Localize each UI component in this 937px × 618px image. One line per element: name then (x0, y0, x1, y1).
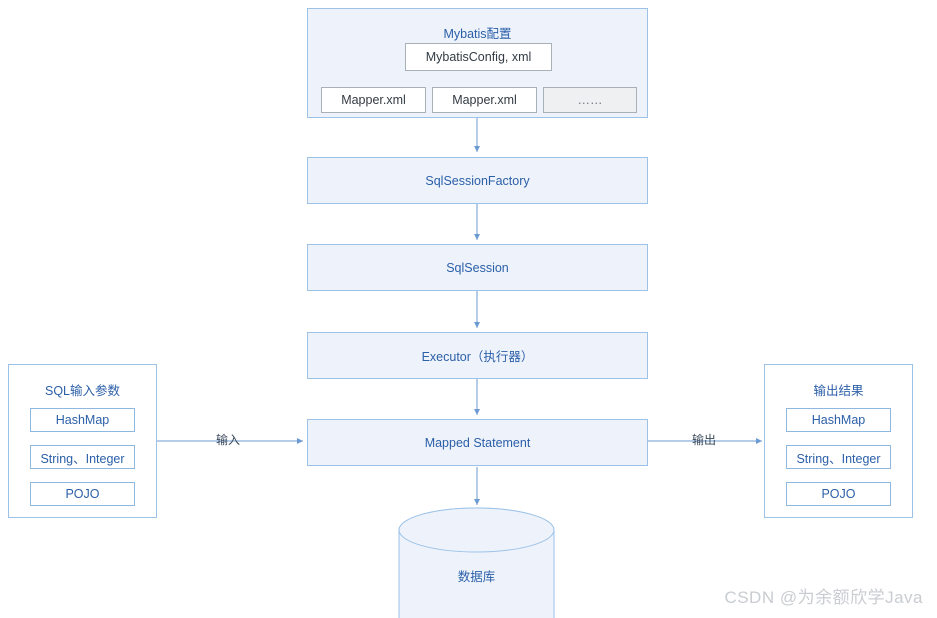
watermark: CSDN @为余额欣学Java (724, 588, 923, 607)
edge-label-output: 输出 (692, 433, 717, 447)
sql-input-item-string-integer[interactable]: String、Integer (30, 445, 135, 469)
node-sqlsession[interactable]: SqlSession (307, 244, 648, 291)
mapper-xml-more[interactable]: …… (543, 87, 637, 113)
sql-input-panel-title: SQL输入参数 (44, 384, 120, 398)
sql-input-item-pojo[interactable]: POJO (30, 482, 135, 506)
database-label: 数据库 (457, 570, 496, 584)
output-item-pojo[interactable]: POJO (786, 482, 891, 506)
sql-input-panel: SQL输入参数 HashMap String、Integer POJO (8, 364, 157, 518)
sql-input-item-hashmap[interactable]: HashMap (30, 408, 135, 432)
mapper-xml-1[interactable]: Mapper.xml (321, 87, 426, 113)
output-result-panel-title: 输出结果 (813, 384, 864, 398)
output-result-panel: 输出结果 HashMap String、Integer POJO (764, 364, 913, 518)
output-item-string-integer[interactable]: String、Integer (786, 445, 891, 469)
mapper-xml-2[interactable]: Mapper.xml (432, 87, 537, 113)
edge-label-input: 输入 (216, 433, 241, 447)
node-mapped-statement[interactable]: Mapped Statement (307, 419, 648, 466)
mybatis-config-file[interactable]: MybatisConfig, xml (405, 43, 552, 71)
output-item-hashmap[interactable]: HashMap (786, 408, 891, 432)
node-executor[interactable]: Executor（执行器） (307, 332, 648, 379)
mybatis-config-title: Mybatis配置 (443, 27, 512, 41)
mybatis-config-group: Mybatis配置 MybatisConfig, xml Mapper.xml … (307, 8, 648, 118)
node-sqlsessionfactory[interactable]: SqlSessionFactory (307, 157, 648, 204)
